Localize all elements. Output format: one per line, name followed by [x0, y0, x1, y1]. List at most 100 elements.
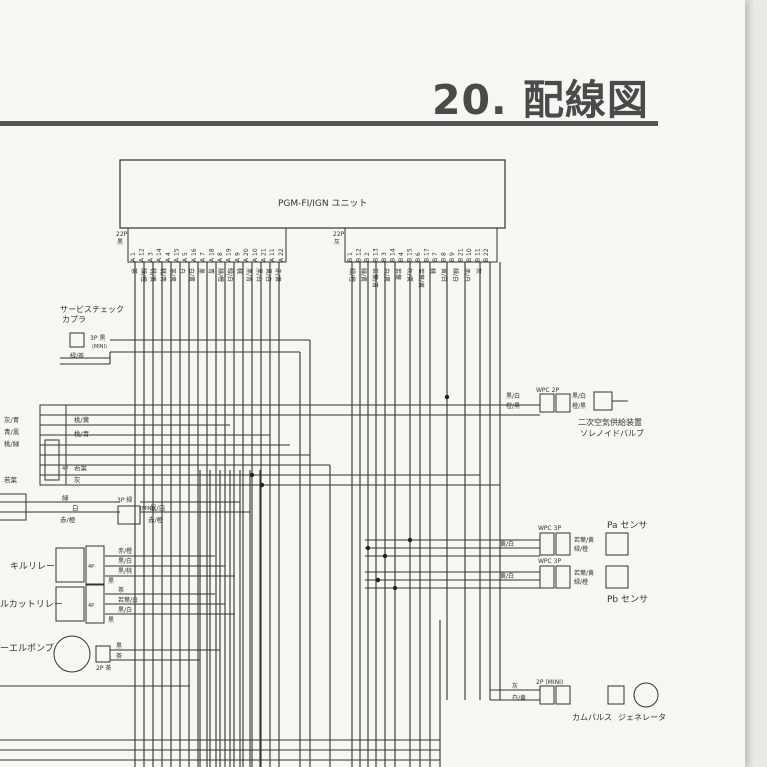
- secondary-air-valve: [593, 391, 613, 411]
- svg-text:赤/橙: 赤/橙: [60, 515, 76, 524]
- wire-color-label: 桃/青: [159, 268, 167, 282]
- pb-sensor-body: [605, 565, 629, 589]
- wire-color-label: 白/黄: [188, 268, 196, 282]
- ecu-pin-label: B 14: [390, 248, 397, 262]
- svg-text:2P 茶: 2P 茶: [96, 664, 111, 672]
- wire-color-label: 黒/青: [245, 268, 253, 282]
- cam-pulse-sensor: [607, 685, 625, 705]
- secondary-air-coupler: [539, 393, 555, 413]
- wire-color-label: 緑/白: [226, 268, 234, 282]
- wire-color-label: 緑/黄: [360, 268, 368, 282]
- kill-relay-label: キルリレー: [10, 562, 55, 572]
- pb-sensor-label: Pb センサ: [607, 594, 648, 605]
- svg-text:桃/黄: 桃/黄: [74, 415, 90, 424]
- svg-text:若葉/黄: 若葉/黄: [574, 569, 594, 577]
- ecu-pin-label: A 1: [130, 252, 137, 262]
- svg-text:青/黒: 青/黒: [4, 427, 20, 436]
- wire-color-label: 若葉/黄: [417, 268, 425, 288]
- ecu-connector-a-color: 黒: [117, 239, 123, 246]
- wire-color-label: 白: [178, 268, 186, 274]
- ecu-connector-b: [344, 227, 498, 263]
- left-connector-block: [39, 404, 67, 486]
- secondary-air-wire-out2: 橙/黒: [572, 402, 586, 410]
- wire-color-label: 桃: [429, 268, 437, 274]
- service-check-wire: 緑/茶: [70, 352, 84, 360]
- secondary-air-label-2: ソレノイドバルブ: [580, 428, 644, 438]
- svg-text:緑: 緑: [62, 493, 69, 502]
- ecu-pin-label: A 20: [243, 248, 250, 262]
- title-rule: [0, 121, 658, 126]
- pa-sensor-body: [605, 532, 629, 556]
- wire-color-label: 茶/黄: [168, 268, 176, 282]
- generator-icon: [633, 682, 659, 708]
- svg-text:黒/桃: 黒/桃: [118, 567, 132, 575]
- svg-text:桃/緑: 桃/緑: [4, 439, 20, 448]
- ecu-pin-label: A 5: [182, 252, 189, 262]
- svg-text:黒/白: 黒/白: [118, 606, 132, 614]
- ecu-pin-label: A 19: [226, 248, 233, 262]
- mid-connector-wires: 緑 白 赤/橙 黒/白 赤/橙: [60, 493, 165, 524]
- pb-sensor-wires: 若葉/黄 緑/橙 黄/白: [500, 569, 594, 586]
- wire-color-label: 緑/橙: [216, 268, 224, 282]
- pa-sensor-connector: WPC 3P: [538, 525, 561, 532]
- ecu-pin-label: B 17: [424, 248, 431, 262]
- wire-color-label: 青: [207, 268, 215, 274]
- wire-bundle: [109, 262, 501, 767]
- svg-text:4P: 4P: [62, 466, 68, 472]
- ecu-pin-label: A 12: [139, 248, 146, 262]
- fuel-cut-relay-connector: [85, 584, 105, 624]
- svg-text:赤/橙: 赤/橙: [148, 515, 164, 524]
- svg-text:若葉/白: 若葉/白: [118, 596, 138, 604]
- cam-pulse-label: カムパルス: [572, 713, 612, 722]
- ecu-connector-b-color: 灰: [334, 238, 340, 246]
- ecu-pin-label: B 13: [373, 248, 380, 262]
- mid-connector-label: 3P 緑: [117, 496, 132, 504]
- junction-dots: [249, 394, 450, 591]
- wire-color-label: 黄/白: [440, 268, 448, 282]
- service-check-connector: 3P 黒: [90, 335, 105, 342]
- svg-text:若葉/黄: 若葉/黄: [574, 536, 594, 544]
- secondary-air-connector: WPC 2P: [536, 387, 559, 394]
- ecu-pin-label: A 8: [217, 252, 224, 262]
- ecu-pin-label: B 10: [466, 248, 473, 262]
- service-check-coupler: [69, 332, 85, 348]
- service-check-mini: (MINI): [92, 344, 107, 350]
- pb-sensor-connector: WPC 3P: [538, 558, 561, 565]
- service-check-label-1: サービスチェック: [60, 305, 124, 314]
- ecu-box: [119, 159, 506, 229]
- fuel-pump-icon: [53, 635, 91, 673]
- wire-color-label: 桃: [236, 268, 244, 274]
- svg-text:黒: 黒: [116, 643, 122, 650]
- svg-text:茶: 茶: [118, 586, 124, 594]
- wire-color-label: 桃/黄: [149, 268, 157, 282]
- wire-color-label: 黒: [197, 268, 204, 274]
- ecu-connector-a-type: 22P: [116, 231, 128, 238]
- svg-text:白/黄: 白/黄: [512, 694, 526, 702]
- svg-text:茶: 茶: [116, 652, 122, 660]
- ecu-pin-label: B 12: [356, 248, 363, 262]
- ecu-pin-label: B 11: [475, 248, 482, 262]
- ecu-pin-label: A 18: [208, 248, 215, 262]
- ecu-pin-label: B 3: [381, 252, 388, 262]
- cam-pulse-connector: 2P (MINI): [536, 679, 563, 686]
- ecu-pin-label: B 6: [415, 252, 422, 262]
- mid-connector: [117, 505, 141, 525]
- svg-text:黒: 黒: [108, 578, 114, 585]
- svg-text:黄/白: 黄/白: [500, 540, 514, 548]
- ecu-pin-label: B 7: [432, 252, 439, 262]
- fuel-pump-connector: [95, 645, 111, 663]
- wire-color-label: 黒/白: [255, 268, 263, 282]
- svg-text:灰: 灰: [512, 682, 518, 690]
- ecu-pin-label: A 3: [147, 252, 154, 262]
- ecu-pin-label: A 21: [261, 248, 268, 262]
- wire-color-label: 灰: [475, 268, 483, 274]
- svg-text:白: 白: [72, 503, 79, 512]
- ecu-pin-label: B 22: [483, 248, 490, 262]
- wire-color-label: 灰/黄: [406, 268, 414, 282]
- svg-text:緑/橙: 緑/橙: [574, 545, 588, 553]
- wire-color-label: 若葉/青: [371, 268, 379, 288]
